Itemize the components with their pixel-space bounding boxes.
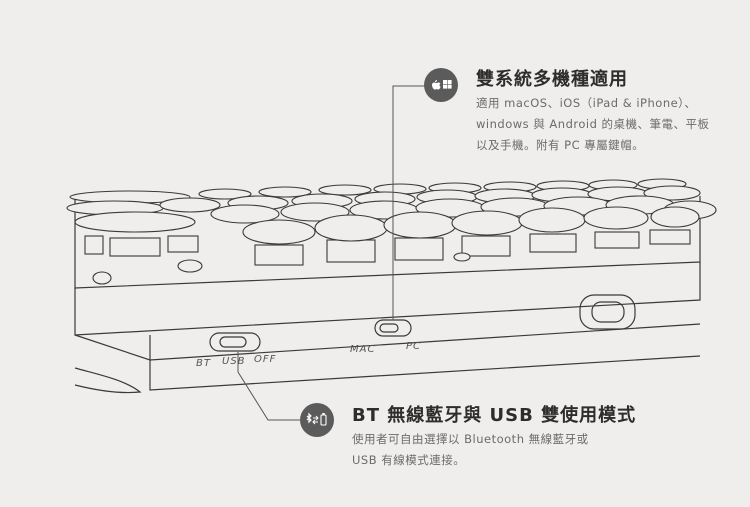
side-port <box>579 294 636 330</box>
label-mac: MAC <box>350 344 375 355</box>
keyboard-front-upper <box>74 262 701 336</box>
label-bt: BT <box>196 358 211 369</box>
keyboard-body <box>74 196 701 289</box>
mode-switch <box>209 332 261 352</box>
label-pc: PC <box>406 341 421 352</box>
feature-connect-title: BT 無線藍牙與 USB 雙使用模式 <box>352 405 637 426</box>
apple-windows-icon <box>424 68 458 102</box>
os-leader-line <box>392 85 425 320</box>
label-off: OFF <box>254 354 276 365</box>
keyboard-front-lower <box>149 335 701 391</box>
os-switch <box>374 319 412 337</box>
label-usb: USB <box>222 356 246 367</box>
usb-cable <box>74 367 142 394</box>
bluetooth-usb-icon <box>300 403 334 437</box>
feature-connect-description: 使用者可自由選擇以 Bluetooth 無線藍牙或 USB 有線模式連接。 <box>352 432 589 467</box>
feature-os-title: 雙系統多機種適用 <box>476 69 628 90</box>
connect-leader-line <box>237 352 300 421</box>
feature-os-description: 適用 macOS、iOS（iPad & iPhone）、windows 與 An… <box>476 96 710 152</box>
